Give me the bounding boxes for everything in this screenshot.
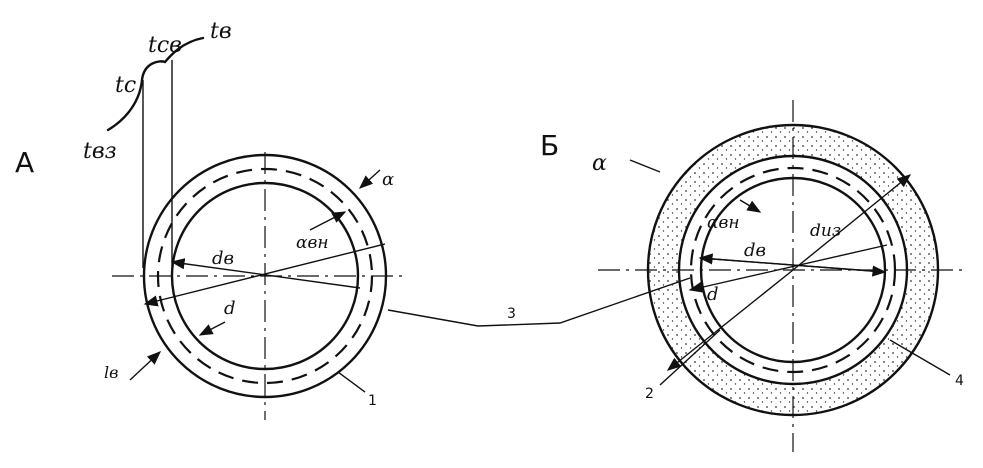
a-lb-arrow (129, 351, 162, 381)
b-outer-wall (677, 154, 909, 386)
a-outer-wall (142, 153, 388, 399)
a-alpha-arrow (358, 169, 381, 189)
figure-b-label: Б (540, 129, 559, 162)
b-outer-diameter-line (688, 244, 888, 293)
b-mid-wall (689, 166, 897, 374)
label-t-b: tв (210, 19, 232, 44)
b-alpha-bn-arrow (739, 199, 762, 213)
connector-3: 3 (387, 277, 691, 327)
label-b-alpha-bn: αвн (707, 213, 740, 233)
b-inner-diameter-line-rev (698, 253, 886, 273)
label-t-c-b: tсв (148, 33, 182, 58)
b-insulation-diameter-line (792, 174, 912, 271)
label-t-c: tс (115, 73, 136, 98)
b-callout-4-leader (889, 339, 951, 376)
connector-3-line (387, 277, 691, 327)
a-inner-wall (170, 181, 360, 371)
label-a-lb: lв (104, 363, 118, 382)
b-callout-2-leader (659, 329, 721, 386)
callout-2: 2 (645, 386, 654, 402)
a-alpha-bn-arrow (309, 211, 347, 231)
label-b-alpha: α (592, 151, 607, 176)
a-temperature-curve (106, 36, 205, 132)
label-a-alpha: α (382, 169, 394, 190)
a-mid-wall (156, 167, 374, 385)
a-thickness-arrow (198, 321, 226, 336)
figure-b: Б α αвн dв dиз d 2 4 (540, 100, 968, 452)
a-outer-diameter-line (143, 243, 386, 307)
a-callout-leader (337, 371, 366, 393)
figure-a-label: А (15, 146, 34, 179)
label-t-b3: tвз (83, 139, 117, 164)
callout-1: 1 (368, 393, 377, 409)
callout-4: 4 (955, 373, 964, 389)
connector-3-label: 3 (507, 306, 516, 322)
a-inner-diameter-line (170, 258, 361, 289)
figure-a: А tвз tс tсв tв dв d α αвн lв 1 (15, 19, 408, 420)
b-insulation-diameter-line-2 (666, 269, 794, 371)
label-a-alpha-bn: αвн (296, 233, 329, 253)
label-a-d: d (224, 298, 236, 319)
label-b-d-b: dв (744, 240, 766, 261)
b-alpha-leader (629, 159, 661, 173)
label-b-d: d (707, 284, 719, 305)
label-b-d-iz: dиз (810, 221, 841, 241)
label-a-d-b: dв (212, 248, 234, 269)
